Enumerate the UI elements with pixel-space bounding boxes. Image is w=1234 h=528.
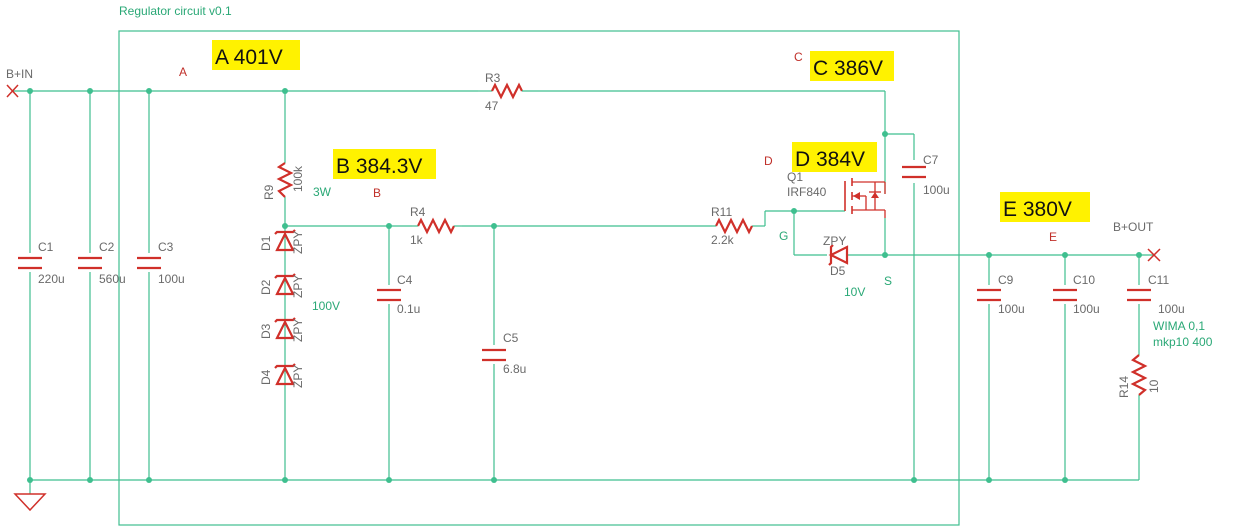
output-terminal-icon [1147,248,1161,262]
d5-voltage-note: 10V [844,285,865,299]
net-label-c: C [794,50,803,64]
svg-text:D5: D5 [830,264,846,278]
svg-text:C4: C4 [397,273,413,287]
supply-out: B+OUT [1113,220,1161,262]
svg-text:D2: D2 [259,279,273,295]
svg-text:C11: C11 [1148,273,1169,287]
capacitor-c1: C1 220u [18,240,65,286]
net-label-s: S [884,274,892,288]
resistor-r3: R3 47 [478,71,540,113]
svg-text:C10: C10 [1073,273,1095,287]
svg-text:ZPY: ZPY [291,365,305,388]
svg-text:A 401V: A 401V [215,46,283,69]
zener-string-note: 100V [312,299,340,313]
zener-d5: ZPY D5 10V [823,234,865,299]
supply-out-label: B+OUT [1113,220,1154,234]
svg-text:100u: 100u [923,183,950,197]
svg-text:C7: C7 [923,153,939,167]
capacitor-c3: C3 100u [137,240,185,286]
svg-text:0.1u: 0.1u [397,302,420,316]
svg-text:R14: R14 [1117,376,1131,398]
measurement-d: D 384V [792,142,877,172]
measurement-c: C 386V [810,51,894,81]
svg-text:Q1: Q1 [787,170,803,184]
zener-d1: D1 ZPY [259,229,305,254]
supply-in: B+IN [6,67,33,98]
resistor-r14: R14 10 [1117,354,1161,398]
ground-icon [13,493,47,512]
measurement-e: E 380V [1000,192,1090,222]
capacitor-c7: C7 100u [902,153,950,197]
capacitor-c4: C4 0.1u [377,273,420,316]
c11-note-line2: mkp10 400 [1153,335,1213,349]
svg-text:1k: 1k [410,233,424,247]
svg-text:220u: 220u [38,272,65,286]
svg-text:D 384V: D 384V [795,148,865,171]
svg-text:2.2k: 2.2k [711,233,735,247]
svg-text:ZPY: ZPY [291,319,305,342]
net-label-g: G [779,229,788,243]
svg-text:C9: C9 [998,273,1014,287]
svg-text:B 384.3V: B 384.3V [336,155,422,178]
svg-text:C1: C1 [38,240,54,254]
input-terminal-icon [6,84,19,98]
svg-text:100u: 100u [998,302,1025,316]
net-label-d: D [764,154,773,168]
svg-text:D1: D1 [259,235,273,251]
resistor-r11: R11 2.2k [711,205,753,247]
wires [12,90,1155,494]
capacitor-c2: C2 560u [78,240,126,286]
module-frame [118,30,960,526]
net-label-a: A [179,65,187,79]
svg-text:ZPY: ZPY [291,275,305,298]
c11-note-line1: WIMA 0,1 [1153,319,1205,333]
resistor-r4: R4 1k [410,205,462,247]
svg-text:100u: 100u [1158,302,1185,316]
svg-text:IRF840: IRF840 [787,185,827,199]
svg-text:D4: D4 [259,369,273,385]
svg-text:R9: R9 [262,184,276,200]
capacitor-c11: C11 100u WIMA 0,1 mkp10 400 [1127,273,1213,349]
svg-text:E 380V: E 380V [1003,198,1072,221]
net-label-b: B [373,186,381,200]
svg-text:C5: C5 [503,331,519,345]
capacitor-c9: C9 100u [977,273,1025,316]
mosfet-q1: Q1 IRF840 [787,170,886,218]
zener-d3: D3 ZPY [259,317,305,342]
capacitor-c10: C10 100u [1053,273,1100,316]
svg-text:100u: 100u [158,272,185,286]
schematic-title: Regulator circuit v0.1 [119,4,232,18]
svg-text:10: 10 [1147,379,1161,393]
svg-text:D3: D3 [259,323,273,339]
junctions [27,88,1142,483]
svg-text:47: 47 [485,99,499,113]
zener-d4: D4 ZPY [259,363,305,388]
r9-power-note: 3W [313,185,332,199]
svg-text:R3: R3 [485,71,501,85]
svg-text:ZPY: ZPY [291,231,305,254]
measurement-b: B 384.3V [333,149,436,179]
svg-text:R4: R4 [410,205,426,219]
svg-text:100k: 100k [291,165,305,192]
net-label-e: E [1049,230,1057,244]
svg-text:ZPY: ZPY [823,234,846,248]
supply-in-label: B+IN [6,67,33,81]
svg-text:C3: C3 [158,240,174,254]
svg-text:C2: C2 [99,240,115,254]
svg-text:560u: 560u [99,272,126,286]
measurement-a: A 401V [212,40,300,70]
svg-text:C 386V: C 386V [813,57,883,80]
resistor-r9: R9 100k 3W [262,162,332,200]
capacitor-c5: C5 6.8u [482,331,526,376]
svg-text:R11: R11 [711,205,732,219]
zener-d2: D2 ZPY 100V [259,273,340,313]
svg-text:6.8u: 6.8u [503,362,526,376]
svg-text:100u: 100u [1073,302,1100,316]
